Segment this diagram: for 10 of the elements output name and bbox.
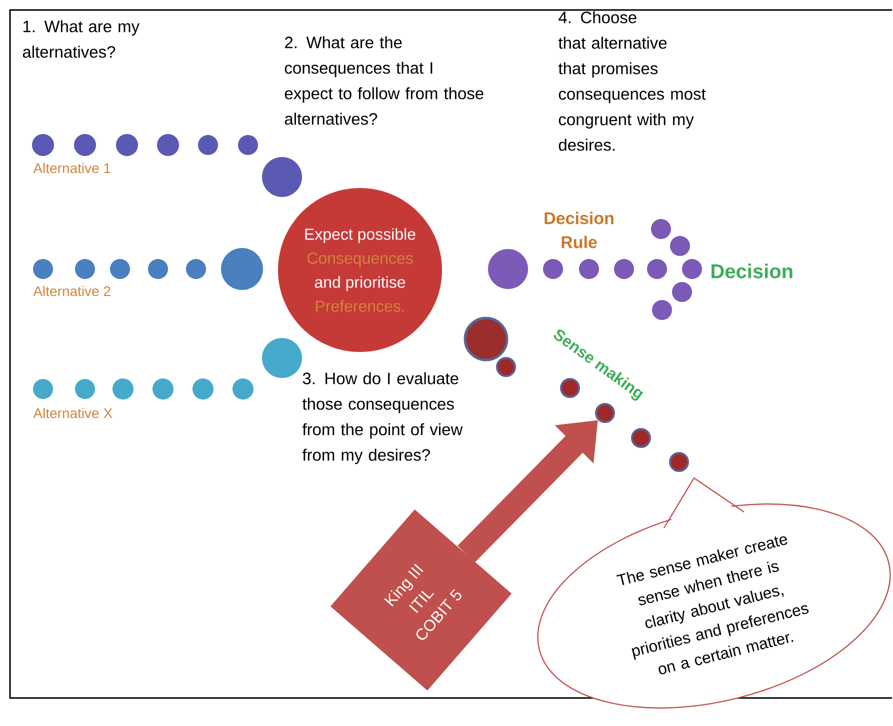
alternative-label: Alternative 1 <box>33 162 110 174</box>
dot <box>595 403 615 423</box>
rule-label: Decision Rule <box>544 212 614 248</box>
question-text: 4. Choose that alternative that promises consequences most congruent with my desires. <box>558 11 706 151</box>
decision-label: Decision <box>712 264 792 278</box>
alternative-label: Alternative X <box>33 408 112 418</box>
alternative-label: Alternative 2 <box>33 286 110 296</box>
question-text: 2. What are the consequences that I expect to follow from those alternatives? <box>284 36 484 125</box>
question-text: 3. How do I evaluate those consequences from the point of view from my desires? <box>302 372 463 464</box>
question-text: 1. What are my alternatives? <box>22 20 140 58</box>
